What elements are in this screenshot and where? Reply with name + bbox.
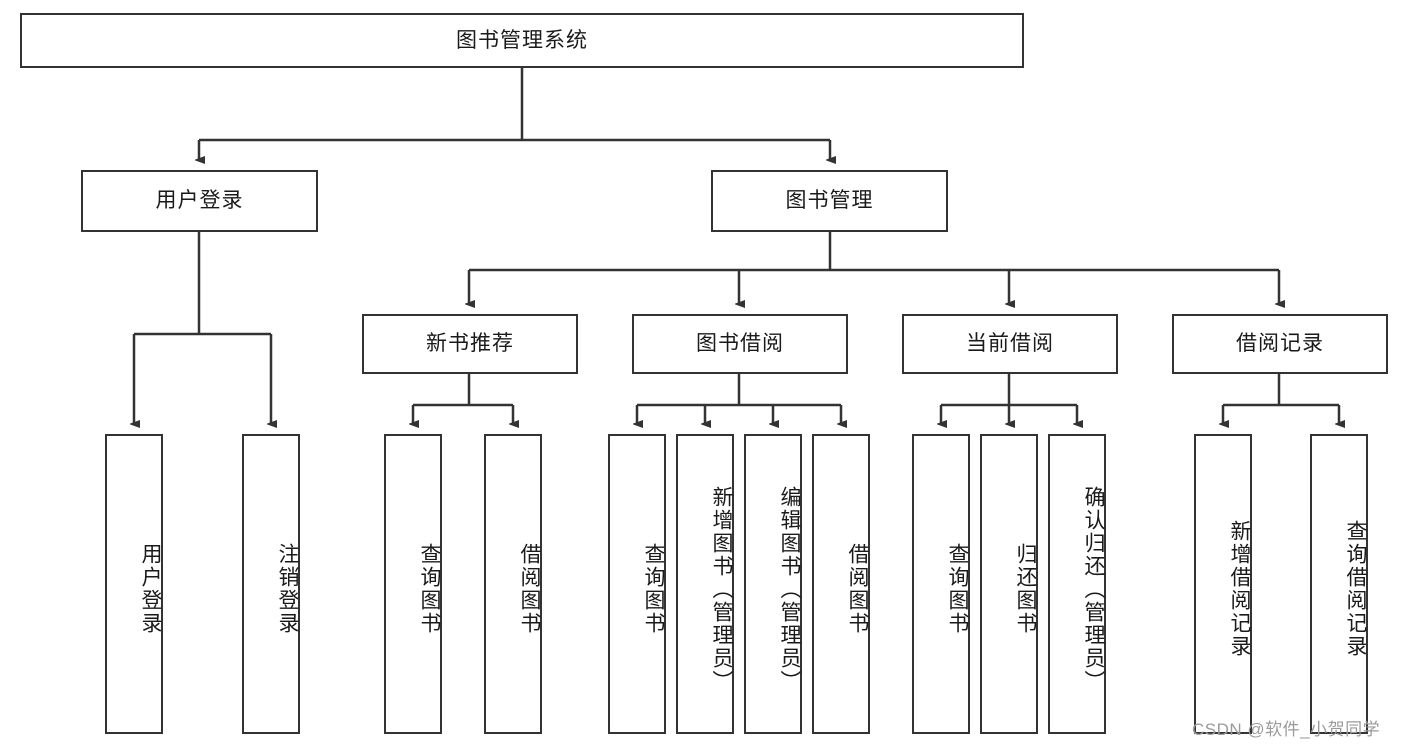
node-leaf-confirm-return-label: 确认归还（管理员） (1082, 485, 1105, 693)
node-leaf-logout-login-label: 注销登录 (276, 543, 299, 635)
node-leaf-confirm-return[interactable]: 确认归还（管理员） (1048, 434, 1106, 734)
node-leaf-query-record-label: 查询借阅记录 (1344, 520, 1367, 658)
node-book-manage-label: 图书管理 (785, 189, 874, 213)
node-leaf-edit-book[interactable]: 编辑图书（管理员） (744, 434, 802, 734)
node-new-book-recommend-label: 新书推荐 (426, 332, 514, 356)
node-leaf-return-book[interactable]: 归还图书 (980, 434, 1038, 734)
node-current-borrow-label: 当前借阅 (966, 332, 1054, 356)
node-leaf-add-record[interactable]: 新增借阅记录 (1194, 434, 1252, 734)
node-leaf-borrow-book-2-label: 借阅图书 (846, 543, 869, 635)
node-root[interactable]: 图书管理系统 (20, 13, 1024, 68)
node-new-book-recommend[interactable]: 新书推荐 (362, 314, 578, 374)
node-leaf-query-book-1-label: 查询图书 (418, 543, 441, 635)
node-root-label: 图书管理系统 (456, 28, 588, 52)
node-leaf-add-book-label: 新增图书（管理员） (710, 485, 733, 693)
node-current-borrow[interactable]: 当前借阅 (902, 314, 1118, 374)
csdn-watermark: CSDN @软件_小贺同学 (1192, 720, 1381, 739)
node-leaf-return-book-label: 归还图书 (1014, 543, 1037, 635)
node-book-borrow-label: 图书借阅 (696, 332, 784, 356)
node-leaf-borrow-book-2[interactable]: 借阅图书 (812, 434, 870, 734)
node-book-borrow[interactable]: 图书借阅 (632, 314, 848, 374)
node-leaf-user-login[interactable]: 用户登录 (105, 434, 163, 734)
node-leaf-query-record[interactable]: 查询借阅记录 (1310, 434, 1368, 734)
node-leaf-query-book-2-label: 查询图书 (642, 543, 665, 635)
node-leaf-logout-login[interactable]: 注销登录 (242, 434, 300, 734)
node-user-login[interactable]: 用户登录 (81, 170, 318, 232)
node-leaf-query-book-3-label: 查询图书 (946, 543, 969, 635)
node-leaf-borrow-book-1[interactable]: 借阅图书 (484, 434, 542, 734)
node-leaf-user-login-label: 用户登录 (139, 543, 162, 635)
node-leaf-query-book-1[interactable]: 查询图书 (384, 434, 442, 734)
node-user-login-label: 用户登录 (155, 189, 244, 213)
node-leaf-query-book-3[interactable]: 查询图书 (912, 434, 970, 734)
node-leaf-add-book[interactable]: 新增图书（管理员） (676, 434, 734, 734)
node-leaf-add-record-label: 新增借阅记录 (1228, 520, 1251, 658)
node-borrow-record[interactable]: 借阅记录 (1172, 314, 1388, 374)
node-book-manage[interactable]: 图书管理 (711, 170, 948, 232)
node-borrow-record-label: 借阅记录 (1236, 332, 1324, 356)
node-leaf-query-book-2[interactable]: 查询图书 (608, 434, 666, 734)
node-leaf-borrow-book-1-label: 借阅图书 (518, 543, 541, 635)
node-leaf-edit-book-label: 编辑图书（管理员） (778, 485, 801, 693)
